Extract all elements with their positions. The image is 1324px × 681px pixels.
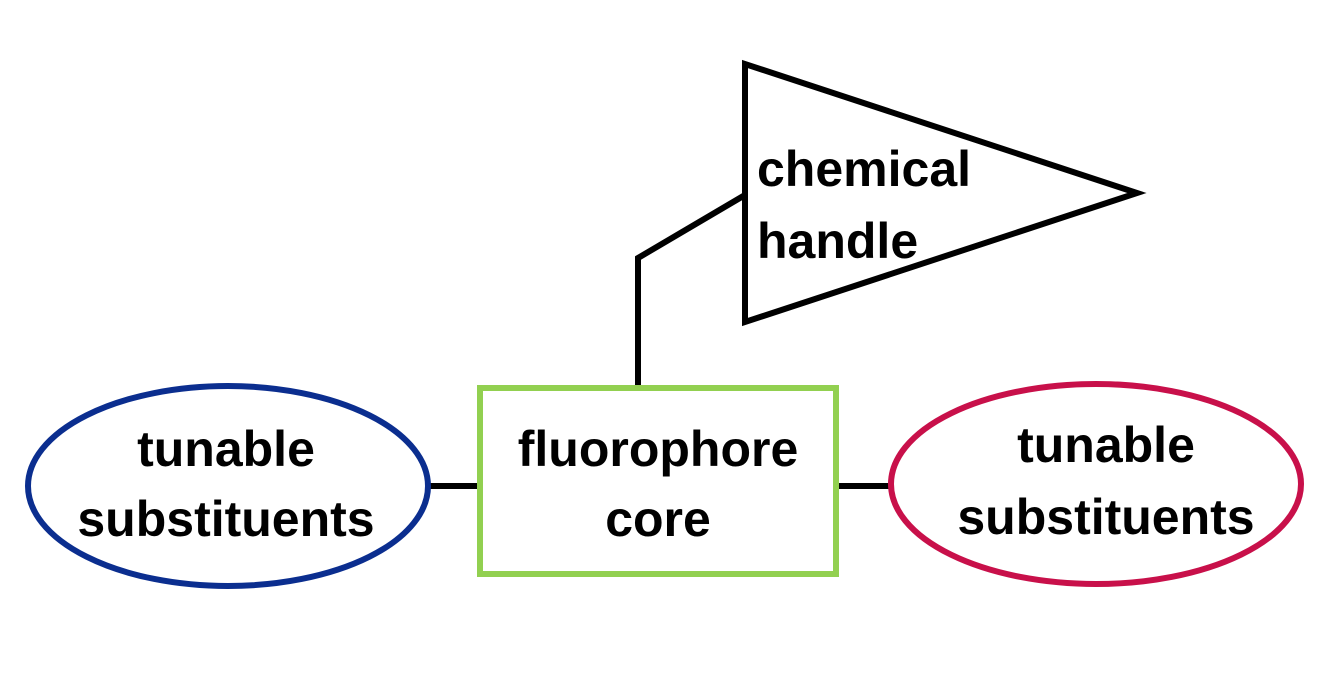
handle-label-line2: handle <box>757 213 918 269</box>
right-substituent-label-line2: substituents <box>957 489 1254 545</box>
connector-handle <box>635 192 747 386</box>
left-substituent-label-line1: tunable <box>137 421 315 477</box>
left-substituent-label-line2: substituents <box>77 491 374 547</box>
right-substituent-label-line1: tunable <box>1017 417 1195 473</box>
handle-label-line1: chemical <box>757 141 971 197</box>
handle-triangle <box>742 59 1147 327</box>
right-substituent-ellipse <box>888 381 1304 587</box>
core-box <box>477 385 839 577</box>
core-label-line2: core <box>605 491 711 547</box>
core-label-line1: fluorophore <box>518 421 799 477</box>
left-substituent-ellipse <box>25 383 431 589</box>
